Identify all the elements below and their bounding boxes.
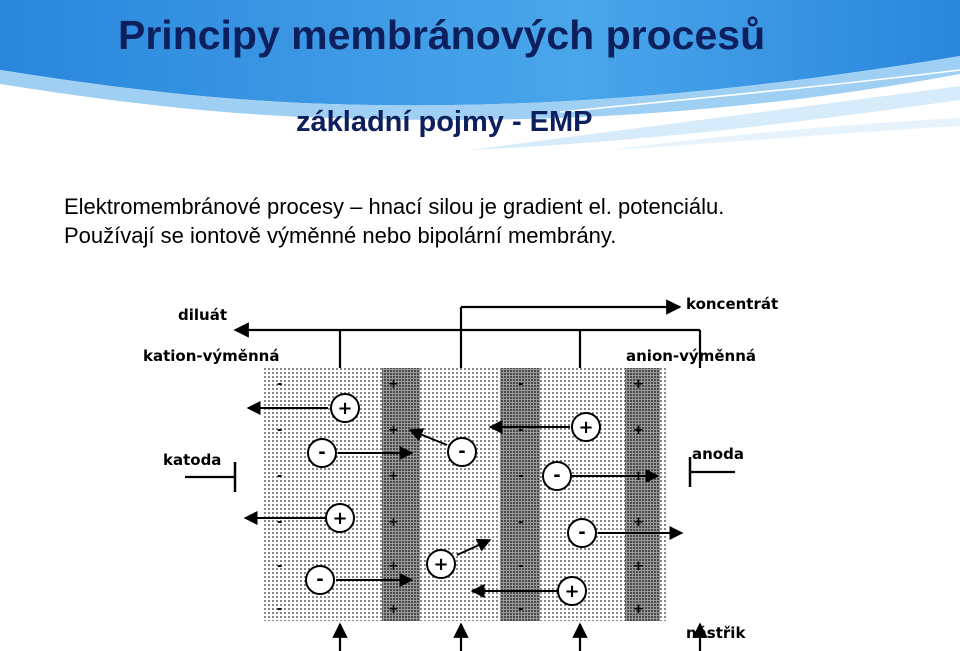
- ion-anion: -: [542, 461, 572, 491]
- svg-text:-: -: [318, 442, 325, 463]
- ion-cation: +: [426, 549, 456, 579]
- svg-text:-: -: [277, 602, 282, 617]
- ion-anion: -: [305, 565, 335, 595]
- cation-exchange-membrane-right: [625, 368, 660, 621]
- channel-diluate: [420, 368, 500, 621]
- svg-text:-: -: [518, 515, 523, 530]
- svg-text:+: +: [633, 377, 644, 392]
- label-katoda: katoda: [163, 451, 221, 469]
- svg-text:-: -: [316, 569, 323, 590]
- label-anion: anion-výměnná: [626, 347, 756, 365]
- svg-text:+: +: [388, 377, 399, 392]
- svg-text:+: +: [633, 602, 644, 617]
- ion-cation: +: [571, 412, 601, 442]
- membrane-charge-marks: - - - - - - + + + + + + - - - - - - + + …: [277, 377, 644, 617]
- svg-text:-: -: [518, 469, 523, 484]
- label-nastrik: nástřik: [686, 624, 746, 642]
- label-anoda: anoda: [692, 445, 744, 463]
- label-koncentrat: koncentrát: [686, 295, 778, 313]
- svg-text:-: -: [518, 559, 523, 574]
- ion-migration-arrows: [243, 401, 684, 598]
- cation-exchange-membrane: [382, 368, 420, 621]
- ion-cation: +: [330, 393, 360, 423]
- svg-text:-: -: [277, 515, 282, 530]
- label-kation: kation-výměnná: [143, 347, 279, 365]
- svg-text:-: -: [277, 377, 282, 392]
- ion-cation: +: [557, 576, 587, 606]
- channel-concentrate: [540, 368, 625, 621]
- svg-text:+: +: [388, 423, 399, 438]
- svg-text:-: -: [578, 522, 585, 543]
- electrodialysis-diagram: diluát koncentrát kation-výměnná anion-v…: [143, 295, 778, 651]
- slide-subtitle: základní pojmy - EMP: [296, 106, 593, 138]
- svg-text:-: -: [458, 441, 465, 462]
- header-band: [0, 0, 960, 150]
- svg-text:+: +: [633, 515, 644, 530]
- ion-anion: -: [447, 437, 477, 467]
- svg-text:-: -: [518, 377, 523, 392]
- svg-text:-: -: [277, 559, 282, 574]
- svg-text:+: +: [388, 469, 399, 484]
- svg-text:-: -: [518, 423, 523, 438]
- svg-text:+: +: [332, 508, 347, 529]
- svg-text:+: +: [433, 554, 448, 575]
- svg-text:+: +: [388, 559, 399, 574]
- ion-cation: +: [325, 503, 355, 533]
- svg-text:-: -: [277, 423, 282, 438]
- svg-text:-: -: [518, 602, 523, 617]
- svg-text:-: -: [277, 469, 282, 484]
- svg-text:+: +: [337, 398, 352, 419]
- svg-text:+: +: [564, 581, 579, 602]
- anion-exchange-membrane: [500, 368, 540, 621]
- slide-title: Principy membránových procesů: [118, 12, 766, 58]
- body-text-line-2: Používají se iontově výměnné nebo bipolá…: [64, 223, 617, 248]
- svg-text:+: +: [633, 559, 644, 574]
- label-diluat: diluát: [178, 306, 227, 324]
- ion-anion: -: [307, 438, 337, 468]
- ion-anion: -: [567, 518, 597, 548]
- svg-text:+: +: [578, 417, 593, 438]
- channel-anode: [660, 368, 666, 621]
- body-text-line-1: Elektromembránové procesy – hnací silou …: [64, 194, 725, 219]
- svg-text:+: +: [633, 423, 644, 438]
- slide-body-text: Elektromembránové procesy – hnací silou …: [64, 192, 724, 250]
- svg-text:+: +: [388, 515, 399, 530]
- svg-text:+: +: [388, 602, 399, 617]
- svg-text:-: -: [553, 465, 560, 486]
